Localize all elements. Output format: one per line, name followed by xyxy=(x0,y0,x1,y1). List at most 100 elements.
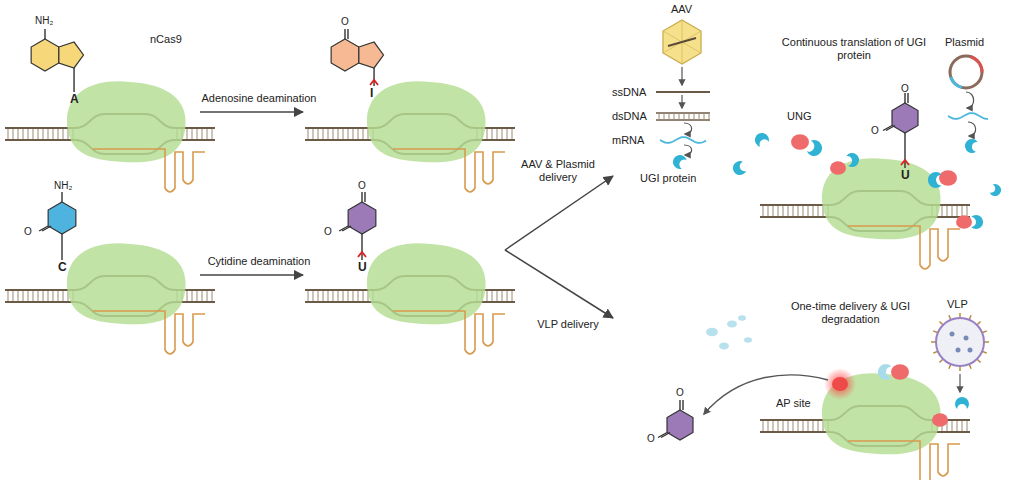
rung xyxy=(967,205,968,217)
ugi-protein xyxy=(806,139,824,159)
degraded-ugi xyxy=(738,315,746,321)
uracil-base xyxy=(339,192,376,260)
cas9-complex: U xyxy=(305,240,505,470)
ugi-protein xyxy=(964,138,978,154)
rung xyxy=(192,128,193,140)
rung xyxy=(187,128,188,140)
rung xyxy=(28,290,29,302)
atom-label: O xyxy=(341,16,349,28)
plasmid-insert xyxy=(949,76,962,88)
rung xyxy=(798,420,799,432)
bond xyxy=(61,192,62,202)
cytosine-base xyxy=(39,192,76,260)
bond xyxy=(347,29,348,39)
process-arrow xyxy=(200,274,303,276)
base-letter: U xyxy=(901,169,910,183)
ugi-protein xyxy=(955,397,969,409)
bond xyxy=(361,192,362,202)
annotation: UGI protein xyxy=(640,172,696,185)
rung xyxy=(952,205,953,217)
rung xyxy=(343,128,344,140)
rung xyxy=(13,128,14,140)
aav-capsid xyxy=(663,20,701,64)
atom-label: VLP xyxy=(947,298,968,311)
atom-label: O xyxy=(901,83,909,95)
annotation: One-time delivery & UGI degradation xyxy=(768,300,933,325)
base-letter: C xyxy=(58,261,67,275)
transcription-arrow xyxy=(684,145,692,155)
excision-arrow xyxy=(704,375,828,414)
rung xyxy=(63,128,64,140)
rung xyxy=(669,113,670,120)
annotation: ssDNA xyxy=(612,86,646,99)
bond xyxy=(682,400,683,410)
vlp-cargo xyxy=(956,348,961,353)
nCas9-protein xyxy=(822,158,941,239)
ung-protein xyxy=(891,364,909,379)
rung xyxy=(957,420,958,432)
nCas9-protein xyxy=(67,81,186,162)
sgRNA xyxy=(93,311,205,354)
sgRNA xyxy=(393,311,505,354)
cas9-complex: C xyxy=(5,240,200,470)
rung xyxy=(689,113,690,120)
arrow-label: Cytidine deamination xyxy=(197,255,321,268)
rung xyxy=(33,290,34,302)
nCas9-protein xyxy=(822,373,941,454)
atom-label: NH₂ xyxy=(54,180,72,192)
atom-label: O xyxy=(647,433,655,445)
mRNA xyxy=(948,113,988,119)
rung xyxy=(679,113,680,120)
degraded-ugi xyxy=(744,337,752,343)
pyrimidine-ring xyxy=(348,202,376,234)
rung xyxy=(947,205,948,217)
cleavage-mark xyxy=(370,80,378,85)
degraded-ugi xyxy=(878,364,892,380)
imidazole-ring xyxy=(359,42,384,68)
rung xyxy=(492,128,493,140)
annotation: mRNA xyxy=(612,134,644,147)
sgRNA xyxy=(848,441,960,480)
atom-label: O xyxy=(24,226,32,238)
atom-label: NH₂ xyxy=(35,15,53,27)
rung xyxy=(207,290,208,302)
bond xyxy=(361,234,362,260)
rung xyxy=(33,128,34,140)
rung xyxy=(773,420,774,432)
rung xyxy=(318,128,319,140)
rung xyxy=(942,205,943,217)
ugi-protein xyxy=(928,172,942,188)
rung xyxy=(952,420,953,432)
ung-protein xyxy=(791,134,809,149)
rung xyxy=(43,290,44,302)
rung xyxy=(58,290,59,302)
rung xyxy=(313,290,314,302)
cas9-complex: nCas9A xyxy=(5,5,200,220)
part-label: AP site xyxy=(776,397,811,410)
rung xyxy=(23,128,24,140)
rung xyxy=(659,113,660,120)
rung xyxy=(202,128,203,140)
ung-protein xyxy=(939,170,957,185)
base-letter: U xyxy=(358,261,367,275)
bond xyxy=(661,433,670,438)
rung xyxy=(358,290,359,302)
rung xyxy=(699,113,700,120)
base-letter: A xyxy=(70,93,79,107)
bond xyxy=(73,68,74,92)
arrow-label: Adenosine deamination xyxy=(197,92,321,105)
annotation: Continuous translation of UGI protein xyxy=(778,36,930,61)
bond xyxy=(886,126,895,131)
capsid-facet xyxy=(682,42,701,53)
cleavage-mark xyxy=(358,252,366,257)
rung xyxy=(308,290,309,302)
rung xyxy=(348,290,349,302)
annotation: dsDNA xyxy=(612,110,647,123)
excised-uracil xyxy=(658,400,693,440)
arrow-label: AAV & Plasmid delivery xyxy=(516,158,600,183)
rung xyxy=(323,290,324,302)
cas9-complex: U xyxy=(615,5,1010,293)
bond xyxy=(904,133,905,168)
cas9-complex: I xyxy=(305,5,505,220)
